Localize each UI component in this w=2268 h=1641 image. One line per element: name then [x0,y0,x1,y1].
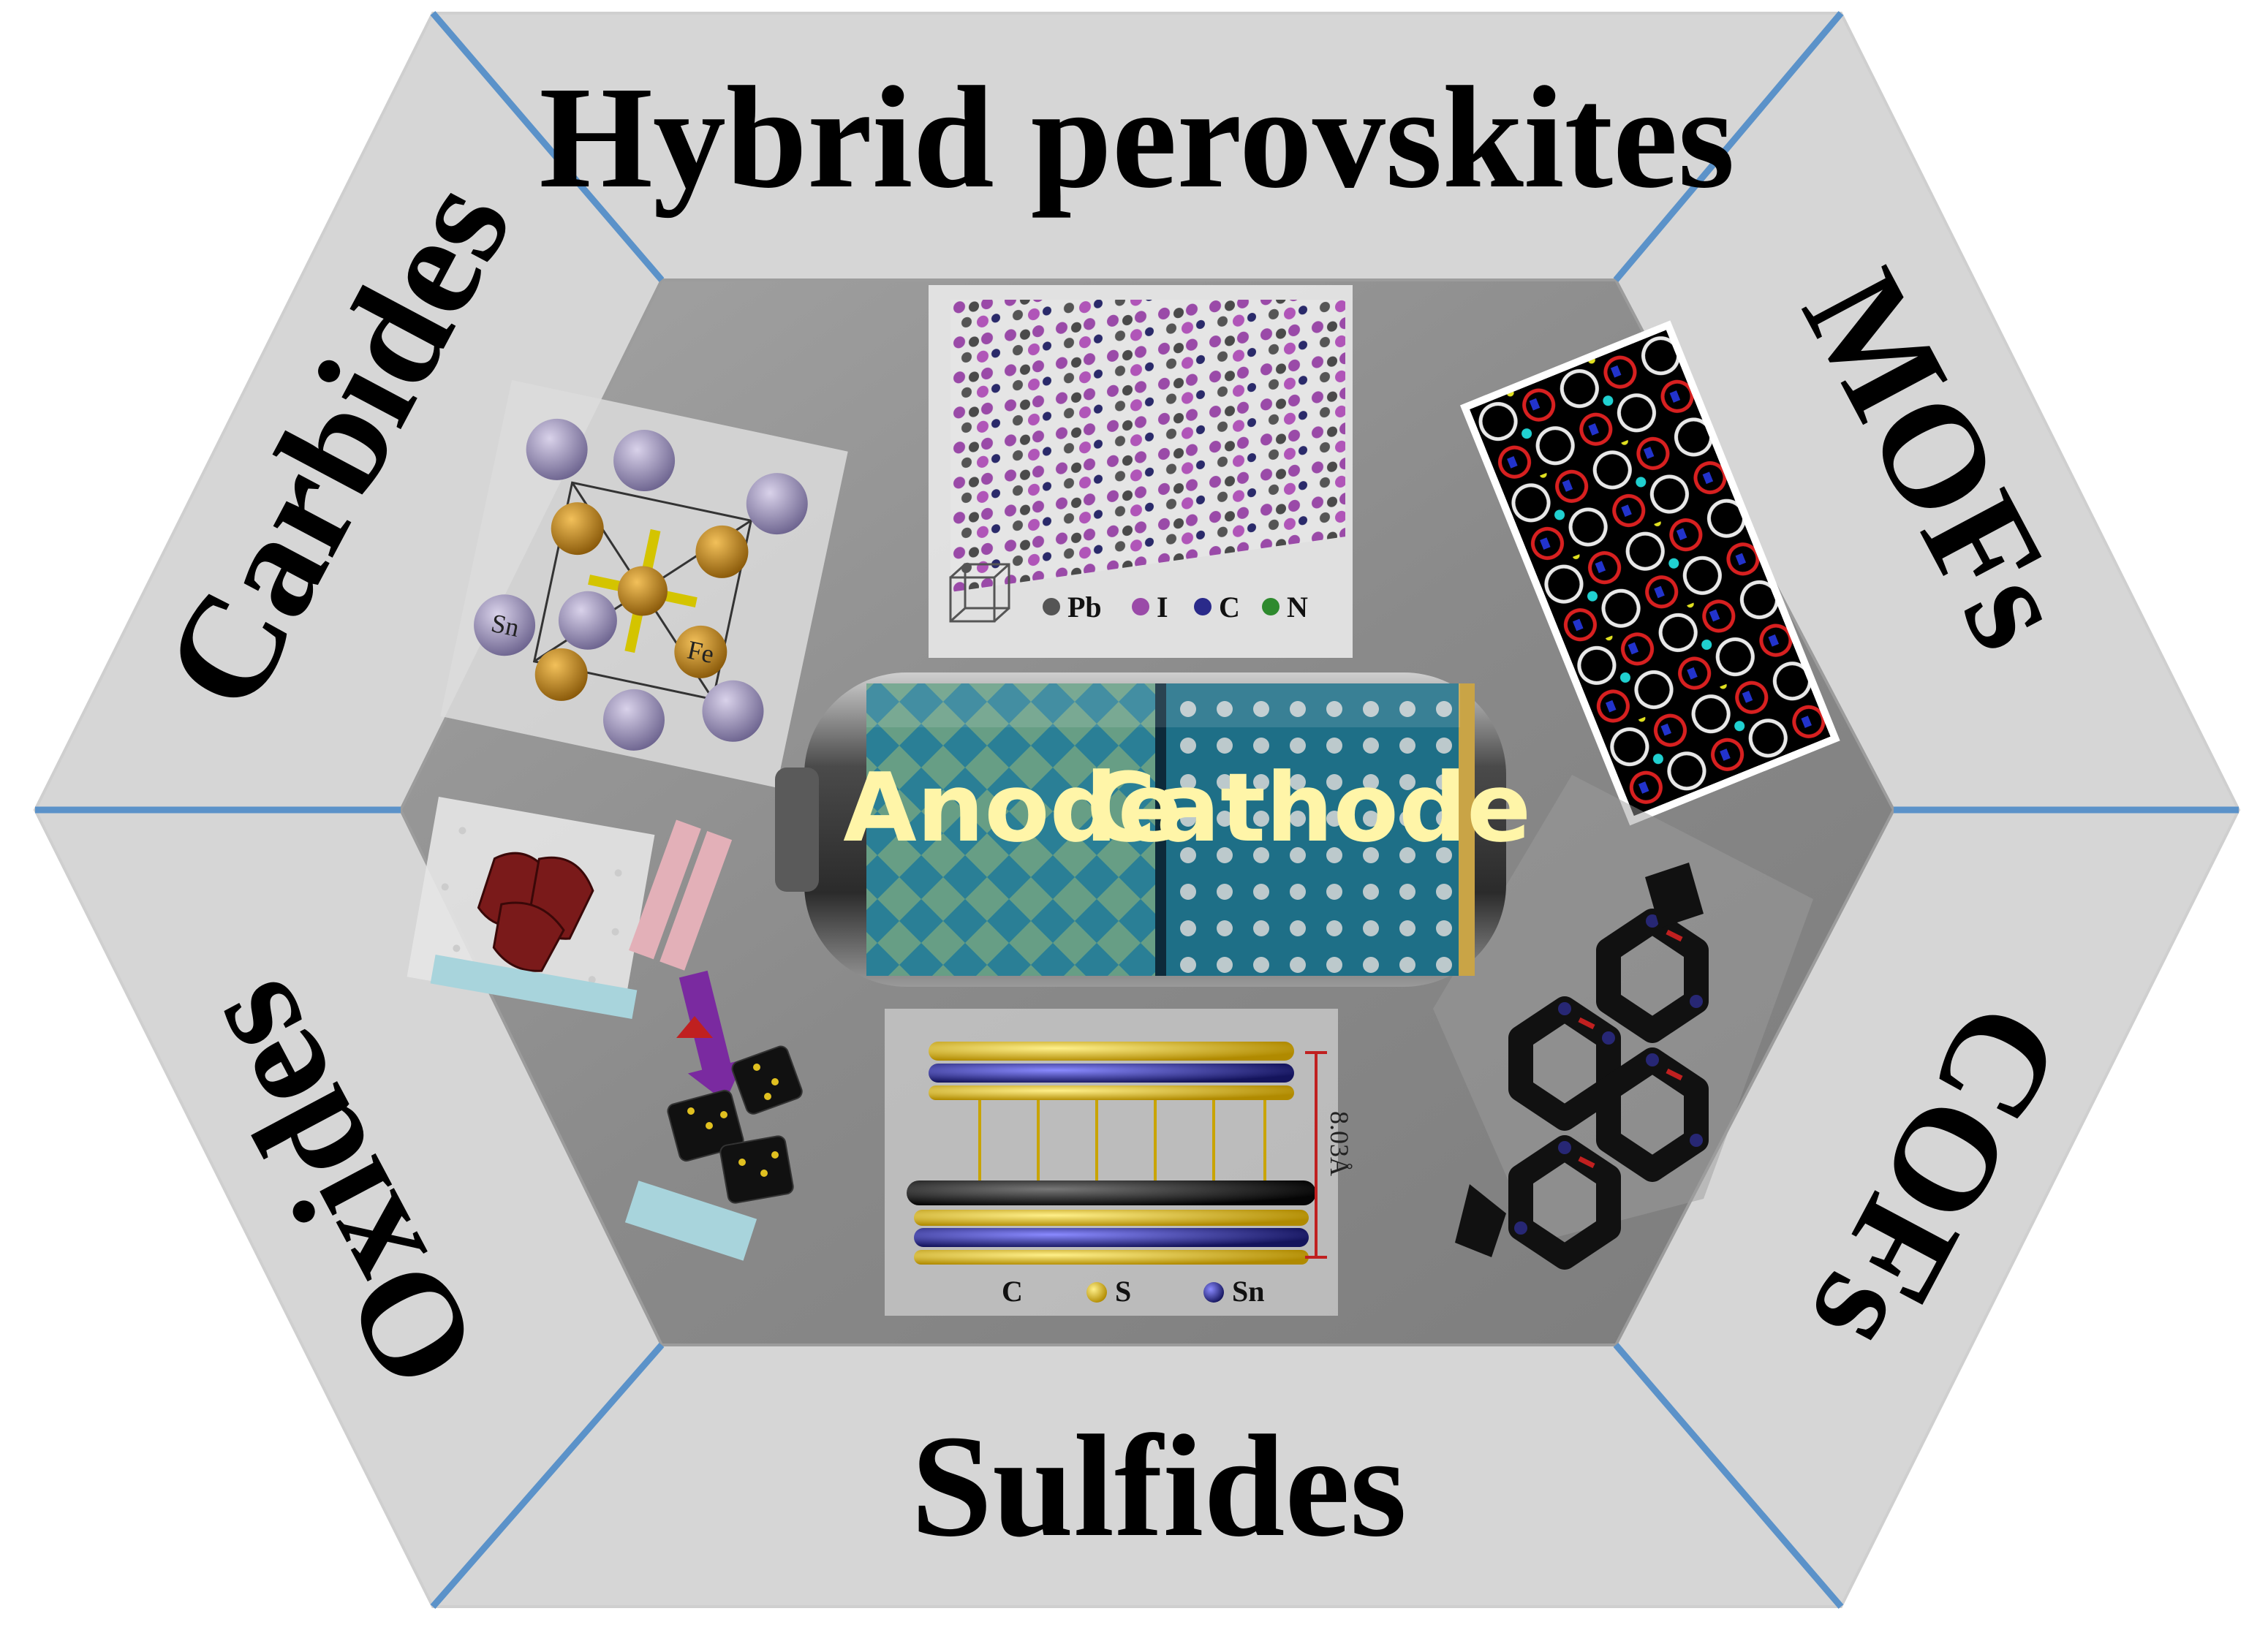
carbide-fe-label: Fe [685,635,717,670]
cof-structure-panel [1433,775,1813,1270]
perovskite-legend: Pb I C N [1043,591,1308,624]
battery-illustration: Anode Cathode [775,672,1531,987]
sulfide-pillars [978,1100,1266,1184]
oxide-synthesis-panel [407,797,803,1261]
sector-dividers [35,11,2239,1609]
divider-bottom-left [430,1343,665,1609]
divider-bottom-right [1613,1343,1844,1609]
sulfide-spacing-label: 8.03Å [1325,1111,1354,1176]
sulfide-carbon-layer [907,1180,1316,1205]
carbide-fe-atoms [534,502,749,701]
svg-text:S: S [1115,1275,1131,1308]
battery-separator [1155,683,1166,976]
svg-text:N: N [1287,591,1308,624]
battery-current-collector [1459,683,1475,976]
divider-top-right [1613,11,1844,282]
battery-anode-region [866,683,1155,976]
divider-top-left [430,11,665,282]
carbide-structure-panel: Sn Fe [440,380,848,788]
battery-cathode-label: Cathode [1086,752,1531,863]
sulfide-structure-panel: 8.03Å C S Sn [885,1009,1354,1316]
battery-terminal [775,768,819,892]
carbide-sn-label: Sn [488,608,522,643]
sulfide-legend: C S Sn [1002,1275,1265,1308]
carbide-sn-atoms [474,418,808,751]
sector-label-top: Hybrid perovskites [539,57,1734,219]
perovskite-axis-cube-icon [949,563,1010,623]
sector-label-bottom: Sulfides [911,1406,1407,1567]
sulfide-bottom-layer [914,1210,1309,1265]
battery-cathode-region [1166,683,1459,976]
sulfide-top-layer [929,1042,1294,1100]
sulfide-spacing-marker [1305,1051,1327,1259]
svg-text:Sn: Sn [1232,1275,1265,1308]
perovskite-structure-panel: Pb I C N [929,285,1353,658]
svg-text:C: C [1002,1275,1023,1308]
svg-text:C: C [1219,591,1240,624]
mof-structure-panel [1459,320,1840,826]
svg-text:I: I [1157,591,1168,624]
battery-anode-label: Anode [843,752,1182,863]
svg-text:Pb: Pb [1067,591,1102,624]
